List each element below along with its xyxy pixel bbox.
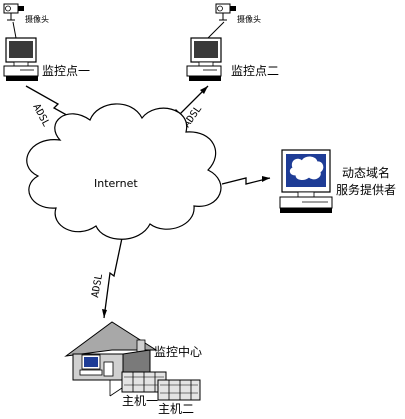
dns-provider-label-line1: 动态域名 — [342, 165, 390, 180]
internet-label: Internet — [94, 177, 138, 190]
camera-1-label: 摄像头 — [25, 14, 49, 24]
dns-provider-label-line2: 服务提供者 — [336, 182, 396, 197]
adsl-link-3-lightning-icon — [103, 237, 123, 319]
host-2-label: 主机二 — [158, 402, 194, 415]
internet-cloud-icon — [26, 103, 222, 240]
monitor-point-2-computer-icon — [186, 37, 222, 81]
monitoring-center-label: 监控中心 — [154, 344, 202, 359]
monitoring-center-house-icon — [64, 321, 158, 381]
dns-provider-computer-icon — [279, 149, 333, 213]
monitor-point-2-label: 监控点二 — [231, 64, 279, 78]
camera-2-icon — [215, 3, 236, 21]
dns-link-lightning-icon — [221, 177, 271, 185]
monitor-point-1-label: 监控点一 — [42, 64, 90, 78]
adsl-link-1-label: ADSL — [30, 102, 51, 128]
adsl-link-3-label: ADSL — [90, 273, 105, 299]
host-1-label: 主机一 — [122, 394, 158, 408]
camera-2-label: 摄像头 — [237, 14, 261, 24]
monitor-point-1-computer-icon — [3, 37, 39, 81]
camera-1-icon — [3, 3, 24, 21]
host-2-server-icon — [157, 379, 201, 401]
